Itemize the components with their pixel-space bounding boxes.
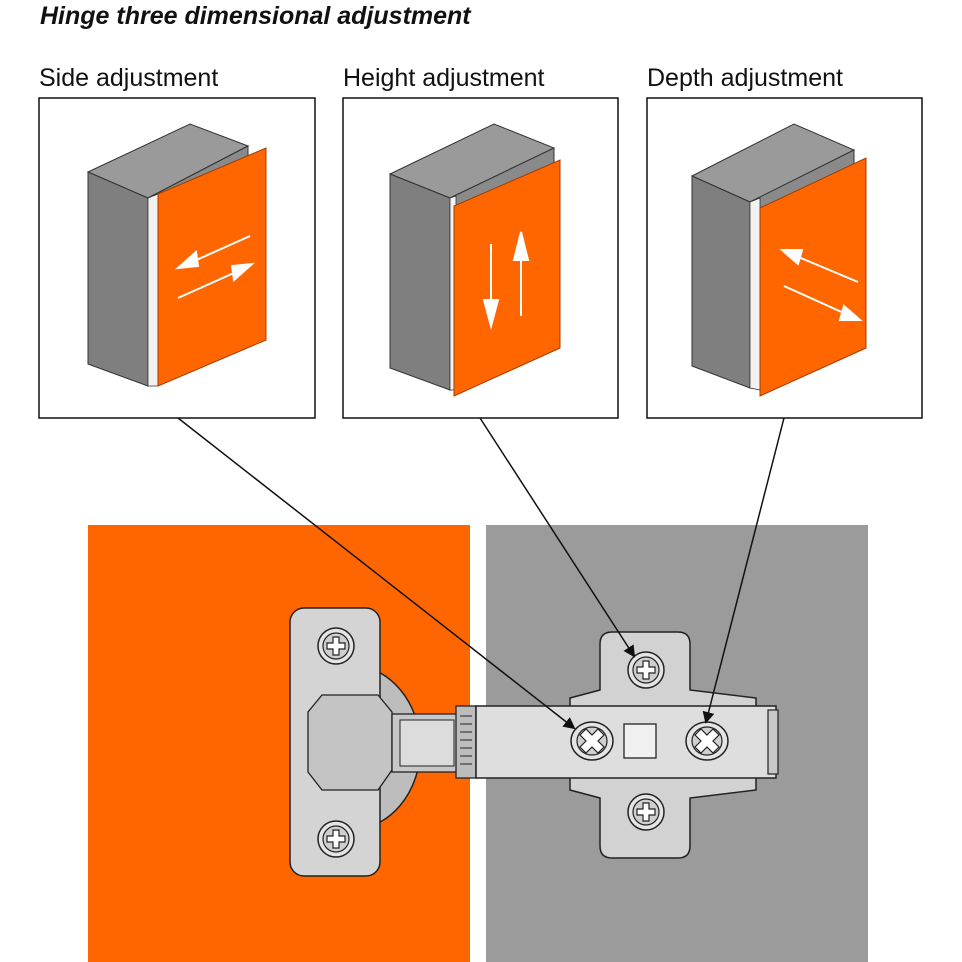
cross-screw-icon xyxy=(627,793,665,831)
cross-screw-icon xyxy=(317,820,355,858)
depth-leader-arrow xyxy=(702,417,785,724)
height-adjustment-label: Height adjustment xyxy=(343,64,545,92)
side-adjustment-screw xyxy=(570,721,614,761)
height-adjustment-cabinet xyxy=(388,123,561,397)
cross-screw-icon xyxy=(627,651,665,689)
depth-adjustment-screw xyxy=(685,721,729,761)
double-horizontal-arrow-icon xyxy=(175,235,255,299)
side-leader-arrow xyxy=(177,417,576,730)
cross-screw-icon xyxy=(317,627,355,665)
diagram-title: Hinge three dimensional adjustment xyxy=(40,2,471,30)
hinge-arm xyxy=(391,705,779,779)
side-adjustment-cabinet xyxy=(86,123,267,387)
double-diagonal-arrow-icon xyxy=(779,249,863,321)
depth-adjustment-label: Depth adjustment xyxy=(647,64,843,92)
side-adjustment-label: Side adjustment xyxy=(39,64,219,92)
hinge-cup-plate xyxy=(289,607,422,877)
depth-adjustment-cabinet xyxy=(690,123,867,397)
double-vertical-arrow-icon xyxy=(482,231,530,330)
height-leader-arrow xyxy=(479,417,636,658)
